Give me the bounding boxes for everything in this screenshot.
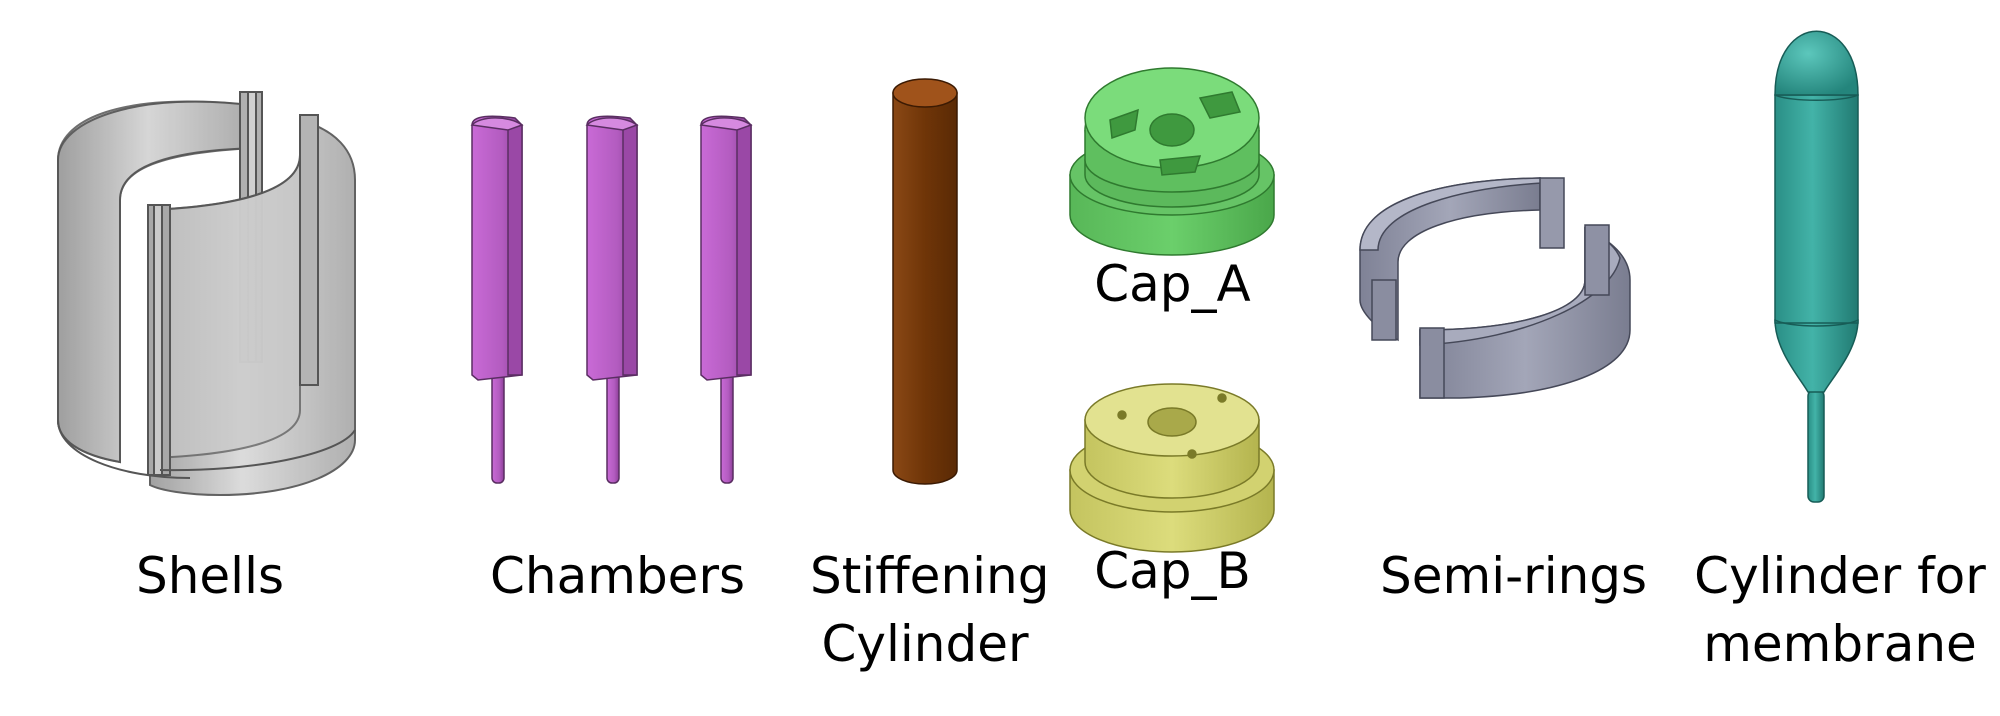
label-semi-rings: Semi-rings	[1380, 547, 1648, 605]
label-shells: Shells	[135, 547, 285, 605]
semi-rings-part	[1359, 177, 1631, 399]
chambers-part	[470, 115, 753, 484]
shells-part	[57, 91, 356, 497]
chamber-3	[699, 115, 753, 484]
label-stiffening-line1: Stiffening	[810, 547, 1050, 605]
label-cap-a: Cap_A	[1094, 255, 1251, 313]
label-stiffening-line2: Cylinder	[821, 615, 1029, 673]
membrane-cylinder-part	[1774, 30, 1859, 503]
stiffening-cylinder-part	[892, 78, 958, 485]
chamber-2	[585, 115, 639, 484]
label-chambers: Chambers	[490, 547, 746, 605]
label-cap-b: Cap_B	[1094, 542, 1251, 600]
cap-b-part	[1069, 383, 1275, 553]
label-membrane-line2: membrane	[1703, 615, 1977, 673]
cap-a-part	[1069, 67, 1275, 256]
chamber-1	[470, 115, 524, 484]
label-membrane-line1: Cylinder for	[1694, 547, 1986, 605]
